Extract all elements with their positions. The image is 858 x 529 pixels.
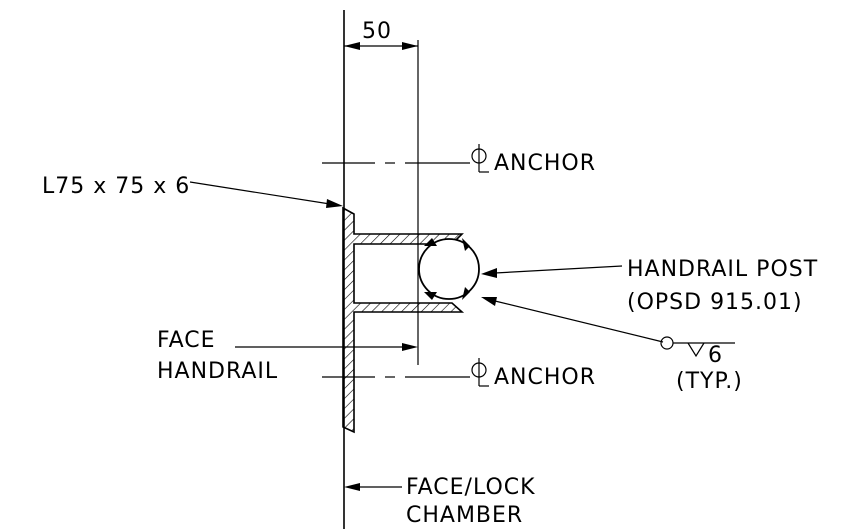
leader-arrow-icon [481, 268, 497, 278]
weld-typical: (TYP.) [676, 369, 743, 394]
weld-leader [494, 300, 664, 343]
weld-callout: 6 (TYP.) [481, 297, 743, 394]
weld-top-right-icon [462, 238, 470, 251]
angle-callout: L75 x 75 x 6 [42, 174, 343, 208]
angle-section [342, 206, 465, 434]
weld-size: 6 [708, 343, 723, 368]
dimension-50: 50 [344, 19, 419, 365]
angle-leader [189, 181, 331, 205]
dimension-value: 50 [362, 19, 392, 44]
face-handrail-label-2: HANDRAIL [157, 359, 278, 384]
face-lock-label-1: FACE/LOCK [406, 475, 536, 500]
anchor-centerline-bottom: ANCHOR [322, 358, 596, 390]
handrail-post-leader [494, 265, 623, 274]
leader-arrow-icon [481, 297, 497, 306]
face-handrail-label-1: FACE [157, 328, 216, 353]
anchor-centerline-top: ANCHOR [322, 144, 596, 176]
weld-bottom-left-icon [424, 292, 437, 300]
leader-arrow-icon [326, 199, 343, 208]
weld-top-left-icon [424, 238, 437, 246]
weld-all-around-icon [660, 336, 674, 350]
face-lock-label-2: CHAMBER [406, 503, 523, 528]
centerline-symbol-icon [471, 358, 489, 387]
anchor-label-bottom: ANCHOR [494, 365, 596, 390]
angle-label: L75 x 75 x 6 [42, 174, 190, 199]
dimension-arrow-right-icon [402, 42, 418, 50]
leader-arrow-icon [402, 343, 418, 351]
handrail-post [418, 238, 480, 300]
leader-arrow-icon [344, 483, 360, 491]
face-lock-chamber-callout: FACE/LOCK CHAMBER [344, 475, 536, 528]
dimension-arrow-left-icon [344, 42, 360, 50]
handrail-post-callout: HANDRAIL POST (OPSD 915.01) [481, 257, 818, 315]
angle-hatch [342, 206, 465, 434]
weld-bottom-right-icon [462, 287, 470, 300]
handrail-post-circle [418, 238, 480, 300]
fillet-weld-icon [687, 342, 705, 358]
handrail-post-label: HANDRAIL POST [627, 257, 818, 282]
centerline-symbol-icon [471, 144, 489, 173]
handrail-post-standard: (OPSD 915.01) [627, 290, 803, 315]
face-handrail-callout: FACE HANDRAIL [157, 328, 418, 384]
anchor-label-top: ANCHOR [494, 151, 596, 176]
